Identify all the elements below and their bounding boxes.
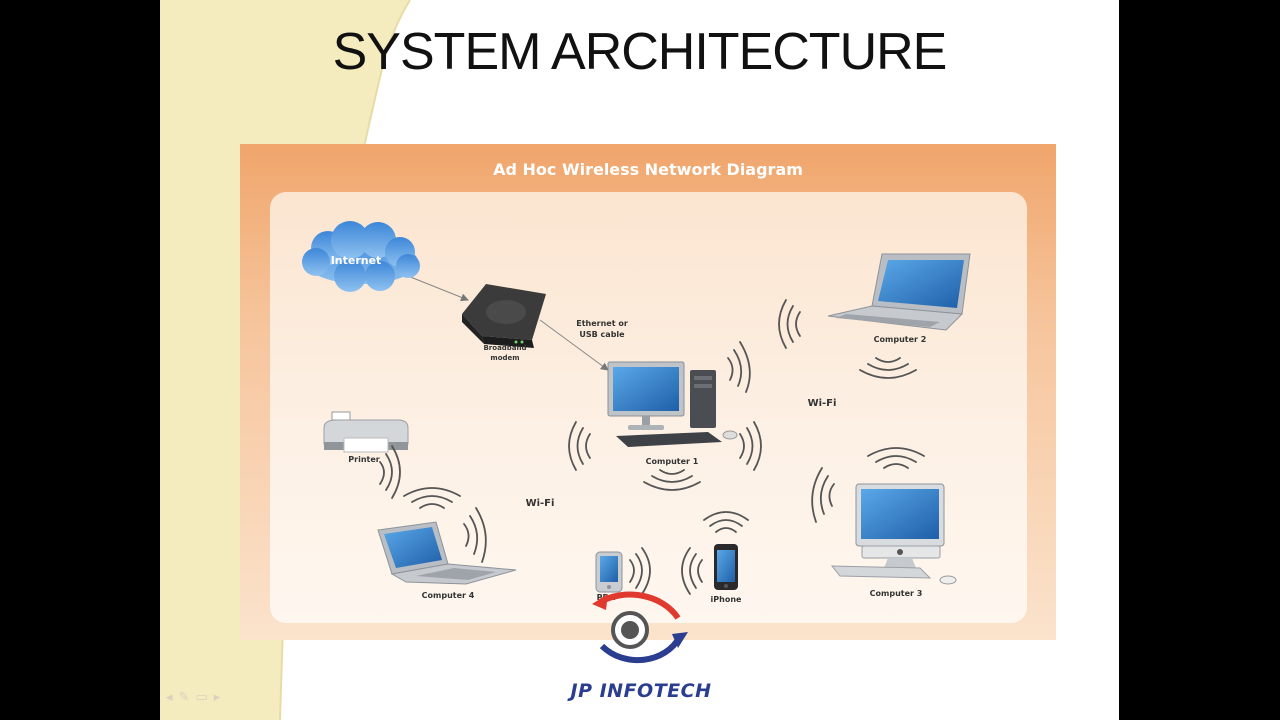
wifi-signal-icons — [380, 300, 924, 594]
computer-1-label: Computer 1 — [646, 457, 699, 466]
computer-1-desktop-icon — [608, 362, 737, 447]
modem-label-line1: Broadband — [483, 344, 526, 352]
jp-infotech-logo-text: JP INFOTECH — [566, 680, 716, 702]
computer-4-label: Computer 4 — [422, 591, 475, 600]
network-diagram: Ad Hoc Wireless Network Diagram — [240, 144, 1056, 640]
pda-icon — [596, 552, 622, 592]
computer-2-label: Computer 2 — [874, 335, 927, 344]
network-scene: Internet Broadband modem Ethernet or USB… — [240, 144, 1056, 640]
slide-title: SYSTEM ARCHITECTURE — [160, 22, 1119, 82]
computer-3-label: Computer 3 — [870, 589, 923, 598]
cable-label-line2: USB cable — [579, 330, 625, 339]
pen-icon[interactable]: ✎ — [179, 690, 196, 705]
jp-infotech-logo-icon — [580, 590, 700, 670]
menu-icon[interactable]: ▭ — [195, 690, 213, 705]
computer-4-laptop-icon — [378, 522, 516, 584]
internet-label: Internet — [331, 254, 382, 267]
iphone-icon — [714, 544, 738, 590]
iphone-label: iPhone — [711, 595, 742, 604]
broadband-modem-icon — [462, 284, 546, 348]
computer-2-laptop-icon — [828, 254, 970, 330]
prev-arrow-icon[interactable]: ◂ — [166, 690, 179, 705]
wifi-label-left: Wi-Fi — [526, 498, 555, 509]
cable-label-line1: Ethernet or — [576, 319, 628, 328]
printer-icon — [324, 412, 408, 452]
internet-to-modem-link — [408, 276, 468, 300]
next-arrow-icon[interactable]: ▸ — [214, 690, 227, 705]
computer-3-imac-icon — [832, 484, 956, 584]
slide-nav-controls[interactable]: ◂✎▭▸ — [166, 690, 226, 705]
printer-label: Printer — [348, 455, 379, 464]
wifi-label-right: Wi-Fi — [808, 398, 837, 409]
modem-label-line2: modem — [490, 354, 519, 362]
slide: SYSTEM ARCHITECTURE Ad Hoc Wireless Netw… — [160, 0, 1119, 720]
